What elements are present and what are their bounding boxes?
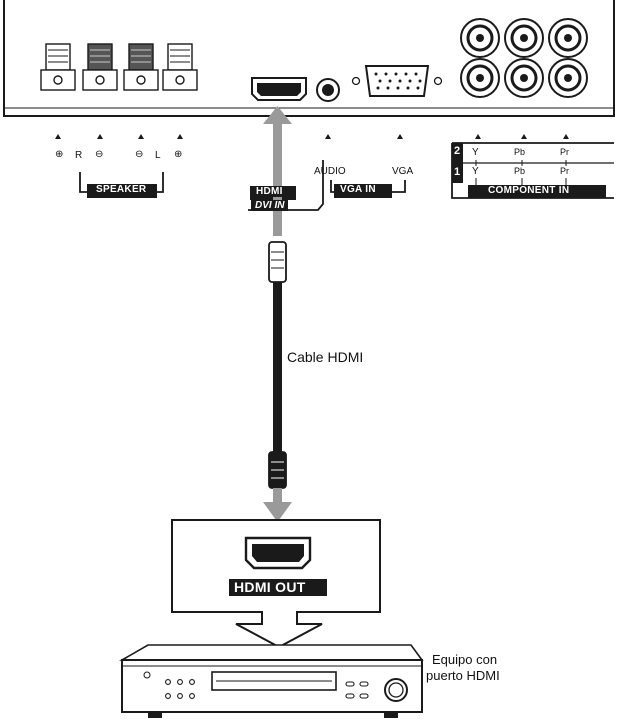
speaker-label: SPEAKER xyxy=(92,184,151,195)
source-device xyxy=(119,644,424,718)
hdmi-input-port xyxy=(251,77,307,101)
component-col-pr-2: Pr xyxy=(560,147,569,157)
cable-label: Cable HDMI xyxy=(287,349,364,365)
hdmi-label: HDMI xyxy=(256,186,283,197)
component-jacks xyxy=(460,18,588,98)
component-col-pb-2: Pb xyxy=(514,147,526,157)
speaker-sign-1: ⊕ xyxy=(55,149,64,160)
vga-port xyxy=(351,65,443,97)
speaker-sign-4: ⊕ xyxy=(174,149,183,160)
vga-label: VGA xyxy=(392,166,414,177)
component-col-y-2: Y xyxy=(472,147,479,158)
hdmi-output-panel xyxy=(171,519,381,649)
component-col-pr-1: Pr xyxy=(560,166,569,176)
component-row-1: 1 xyxy=(454,166,461,178)
hdmi-output-port xyxy=(244,536,312,570)
speaker-terminal xyxy=(40,43,76,91)
speaker-terminals xyxy=(40,43,198,91)
hdmi-out-label-box xyxy=(229,579,327,596)
dvi-in-label: DVI IN xyxy=(251,200,289,211)
audio-jack xyxy=(316,78,340,102)
device-caption-line1: Equipo con xyxy=(432,652,498,667)
vga-in-label: VGA IN xyxy=(340,184,376,195)
speaker-sign-2: ⊖ xyxy=(95,149,104,160)
audio-label: AUDIO xyxy=(314,166,346,177)
hdmi-out-label: HDMI OUT xyxy=(234,579,306,595)
speaker-channel-l: L xyxy=(155,150,161,161)
component-table xyxy=(451,142,614,199)
speaker-terminal xyxy=(162,43,198,91)
speaker-terminal xyxy=(123,43,159,91)
speaker-sign-3: ⊖ xyxy=(135,149,144,160)
port-markers xyxy=(55,134,569,139)
component-col-pb-1: Pb xyxy=(514,166,526,176)
component-row-2: 2 xyxy=(454,145,461,157)
speaker-channel-r: R xyxy=(75,150,83,161)
component-in-label: COMPONENT IN xyxy=(488,185,570,196)
component-col-y-1: Y xyxy=(472,166,479,177)
speaker-terminal xyxy=(82,43,118,91)
device-caption-line2: puerto HDMI xyxy=(426,668,500,683)
hdmi-cable xyxy=(263,106,292,522)
